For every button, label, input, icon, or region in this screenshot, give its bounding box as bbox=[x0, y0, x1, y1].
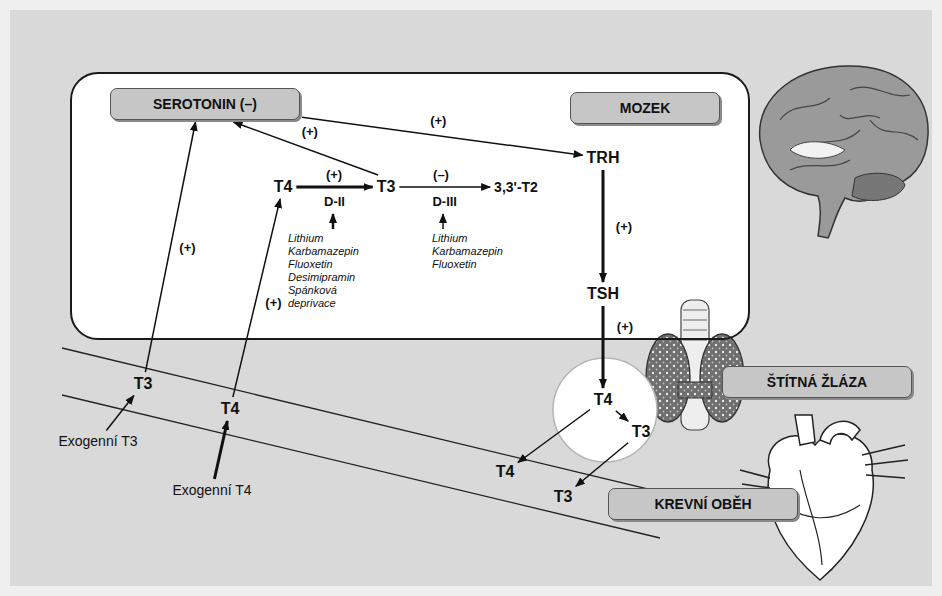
effect-sign: (–) bbox=[433, 167, 449, 182]
node-text: T3 bbox=[377, 178, 396, 196]
connector-arrow bbox=[518, 410, 590, 463]
drug-name: Spánková deprivace bbox=[288, 284, 350, 310]
source-label: Exogenní T4 bbox=[170, 481, 253, 499]
node-text: Exogenní T3 bbox=[58, 433, 137, 449]
drug-name: Desimipramin bbox=[288, 271, 355, 284]
node-text: TSH bbox=[587, 285, 619, 303]
connector-arrow bbox=[214, 421, 227, 479]
hormone-label: T4 bbox=[494, 462, 517, 482]
node-text: T4 bbox=[496, 463, 515, 481]
edge-label: D-II bbox=[322, 194, 347, 209]
node-text: Exogenní T4 bbox=[172, 482, 251, 498]
node-text: TRH bbox=[587, 149, 620, 167]
brain-region: MOZEK SEROTONIN (–) T4 T3 3,3'-T2 TRH TSH bbox=[70, 72, 750, 340]
drug-name: Lithium bbox=[432, 232, 467, 245]
node-text: KREVNÍ OBĚH bbox=[623, 496, 783, 512]
thyroid-box: ŠTÍTNÁ ŽLÁZA bbox=[722, 366, 912, 398]
hormone-label: TRH bbox=[585, 148, 622, 168]
node-text: 3,3'-T2 bbox=[494, 179, 538, 195]
hormone-label: T3 bbox=[375, 177, 398, 197]
edge-label: (+) bbox=[177, 240, 197, 255]
bloodstream-box: KREVNÍ OBĚH bbox=[608, 488, 798, 520]
connector-arrow bbox=[601, 170, 604, 282]
node-text: SEROTONIN (–) bbox=[125, 96, 285, 112]
connector-arrow bbox=[616, 411, 628, 421]
node-text: T3 bbox=[554, 488, 573, 506]
connector-arrow bbox=[234, 122, 379, 175]
connector-arrow bbox=[576, 443, 628, 487]
drug-name: Karbamazepin bbox=[288, 245, 359, 258]
hormone-label: T3 bbox=[630, 422, 653, 442]
hormone-label: 3,3'-T2 bbox=[492, 178, 540, 196]
edge-label: (+) bbox=[614, 219, 634, 234]
edge-label: (+) bbox=[300, 124, 320, 139]
hormone-label: T4 bbox=[272, 177, 295, 197]
leader-arrows bbox=[333, 214, 443, 229]
drug-name: Fluoxetin bbox=[288, 258, 333, 271]
edge-label: (+) bbox=[428, 113, 448, 128]
drug-name: Karbamazepin bbox=[432, 245, 503, 258]
edge-label: (+) bbox=[615, 319, 635, 334]
connector-arrow bbox=[296, 186, 372, 189]
brain-region-fill bbox=[71, 73, 749, 339]
region-heading: MOZEK bbox=[570, 92, 720, 124]
hormone-label: TSH bbox=[585, 284, 621, 304]
hormone-label: T3 bbox=[552, 487, 575, 507]
drug-name: Fluoxetin bbox=[432, 258, 477, 271]
connector-arrow bbox=[399, 186, 490, 188]
source-label: Exogenní T3 bbox=[56, 432, 139, 450]
hormone-label: T3 bbox=[132, 374, 155, 394]
blood-band-line bbox=[62, 348, 735, 510]
connector-arrow bbox=[601, 306, 604, 388]
drug-name: Lithium bbox=[288, 232, 323, 245]
edge-label: (+) bbox=[263, 295, 283, 310]
hormone-label: T4 bbox=[592, 390, 615, 410]
effect-sign: (+) bbox=[326, 167, 342, 182]
brain-illustration bbox=[760, 66, 928, 238]
thyroid-illustration bbox=[646, 300, 744, 430]
edge-label: D-III bbox=[430, 194, 459, 209]
node-text: T3 bbox=[632, 423, 651, 441]
connector-arrow bbox=[106, 396, 134, 431]
serotonin-box: SEROTONIN (–) bbox=[110, 88, 300, 120]
hormone-label: T4 bbox=[219, 399, 242, 419]
node-text: T4 bbox=[274, 178, 293, 196]
panel bbox=[10, 10, 932, 586]
node-text: T3 bbox=[134, 375, 153, 393]
node-text: ŠTÍTNÁ ŽLÁZA bbox=[737, 374, 897, 390]
node-text: T4 bbox=[221, 400, 240, 418]
node-text: T4 bbox=[594, 391, 613, 409]
thyroid-circle bbox=[553, 358, 657, 462]
